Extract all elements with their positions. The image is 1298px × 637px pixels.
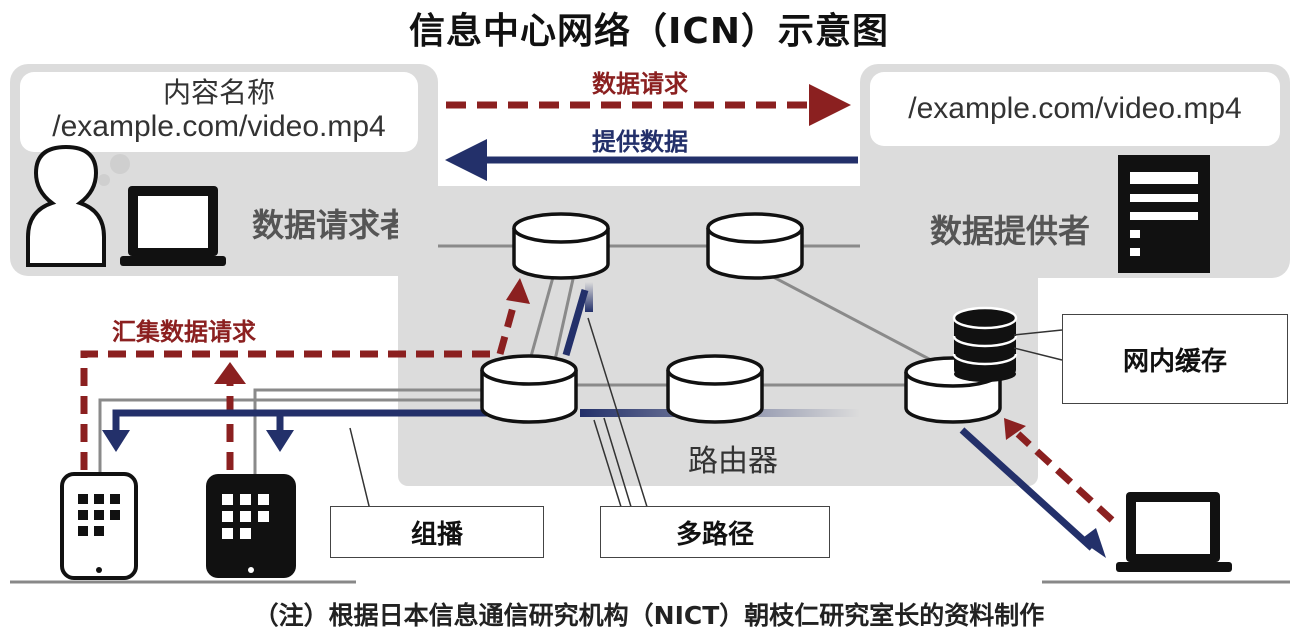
content-name-label: 内容名称	[162, 76, 275, 109]
tablet-right-icon	[206, 474, 296, 578]
user-icon	[26, 144, 106, 267]
router-lower-left	[480, 354, 578, 424]
multipath-callout: 多路径	[600, 506, 830, 558]
laptop-icon	[120, 186, 226, 266]
thought-bubble-small	[98, 174, 110, 186]
aggregate-request-head	[506, 278, 530, 304]
diagram-title: 信息中心网络（ICN）示意图	[409, 11, 889, 52]
cache-request-head	[1004, 418, 1026, 440]
provider-content-name: /example.com/video.mp4	[908, 92, 1242, 125]
upper-fade-blue	[585, 282, 593, 312]
client-laptop-icon	[1116, 492, 1232, 572]
aggregate-request-label: 汇集数据请求	[112, 318, 256, 346]
router-label: 路由器	[688, 444, 778, 479]
router-upper-right	[706, 212, 804, 280]
multicast-head-left	[102, 430, 130, 452]
requester-name-box: 内容名称 /example.com/video.mp4	[20, 72, 418, 152]
cache-delivery-arrow	[959, 427, 1095, 551]
cache-delivery-head	[1080, 528, 1106, 558]
in-network-cache-label: 网内缓存	[1122, 346, 1227, 377]
in-network-cache-callout: 网内缓存	[1062, 314, 1288, 404]
multicast-head-right	[266, 430, 294, 452]
provide-data-label: 提供数据	[592, 128, 688, 156]
source-footnote: （注）根据日本信息通信研究机构（NICT）朝枝仁研究室长的资料制作	[253, 601, 1045, 630]
multipath-label: 多路径	[675, 519, 754, 550]
provider-name-box: /example.com/video.mp4	[870, 72, 1280, 146]
data-request-label: 数据请求	[592, 70, 688, 98]
aggregate-branch-head	[214, 362, 246, 384]
multicast-delivery	[112, 289, 589, 432]
multicast-callout: 组播	[330, 506, 544, 558]
aggregate-request-arrow	[80, 299, 519, 470]
database-icon	[952, 306, 1018, 382]
thought-bubble-large	[110, 154, 130, 174]
router-upper-left	[512, 212, 610, 280]
router-lower-middle	[666, 354, 764, 424]
multicast-label: 组播	[410, 519, 463, 550]
server-icon	[1118, 155, 1210, 273]
network-links	[98, 244, 951, 480]
smartphone-left-icon	[60, 472, 138, 580]
requester-content-name: /example.com/video.mp4	[52, 110, 386, 143]
requester-role-label: 数据请求者	[252, 206, 413, 244]
provider-role-label: 数据提供者	[930, 212, 1091, 250]
cache-request-arrow	[1015, 431, 1115, 523]
